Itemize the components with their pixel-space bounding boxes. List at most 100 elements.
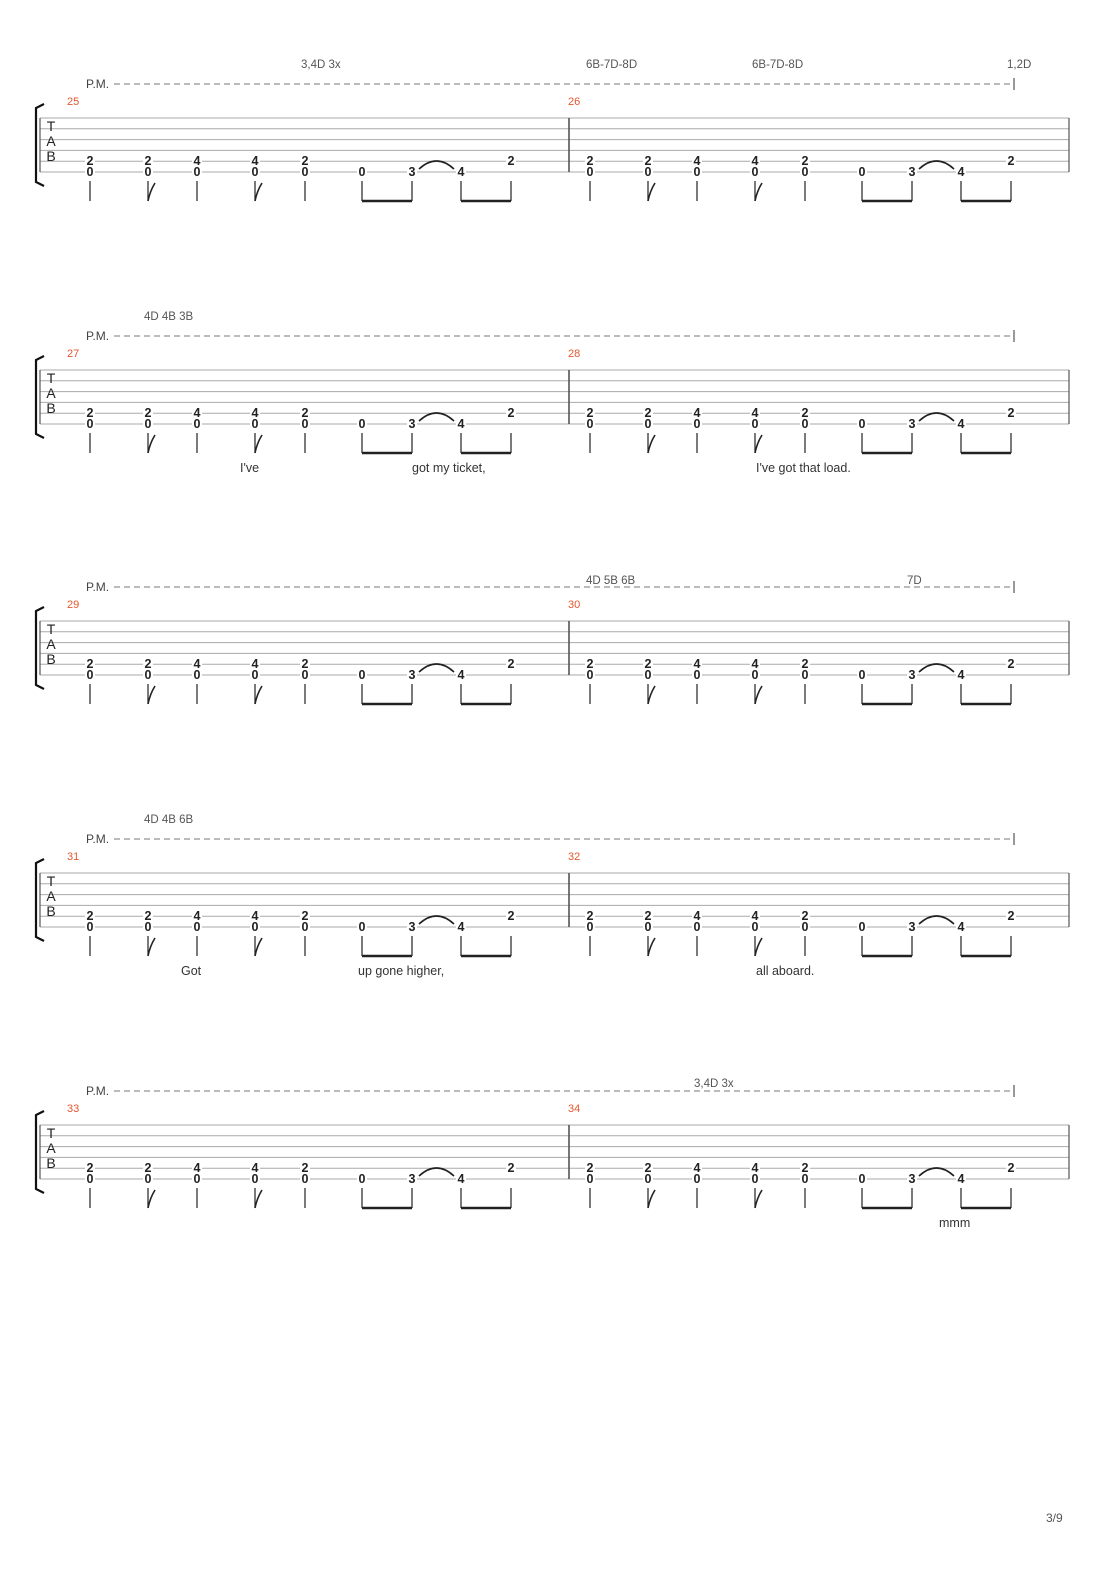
fret-mask — [143, 1172, 153, 1183]
fret-number: 0 — [802, 920, 809, 934]
fret-mask — [800, 1161, 810, 1173]
fret-number: 0 — [302, 668, 309, 682]
fret-mask — [300, 920, 310, 931]
fret-mask — [800, 1172, 810, 1183]
fret-number: 3 — [409, 165, 416, 179]
fret-mask — [192, 154, 202, 166]
fret-number: 4 — [752, 657, 759, 671]
lyric-text: mmm — [939, 1216, 970, 1230]
fret-mask — [585, 909, 595, 921]
bar-number: 27 — [67, 348, 79, 360]
fret-number: 2 — [145, 1161, 152, 1175]
fret-mask — [300, 1161, 310, 1173]
fret-number: 4 — [694, 1161, 701, 1175]
fret-number: 2 — [508, 406, 515, 420]
fret-number: 4 — [194, 154, 201, 168]
slur-tie — [418, 1167, 455, 1177]
fret-number: 0 — [859, 668, 866, 682]
note-flag — [754, 434, 763, 454]
fret-mask — [85, 1161, 95, 1173]
staff-bracket — [34, 858, 45, 942]
fret-number: 3 — [409, 920, 416, 934]
fret-number: 2 — [802, 154, 809, 168]
fret-number: 2 — [302, 657, 309, 671]
fret-number: 0 — [194, 920, 201, 934]
fret-number: 0 — [359, 1172, 366, 1186]
fret-mask — [692, 920, 702, 931]
fret-mask — [192, 417, 202, 428]
slur-tie — [418, 663, 455, 673]
tab-clef-letter: B — [46, 148, 55, 164]
fret-number: 2 — [302, 1161, 309, 1175]
fret-mask — [800, 920, 810, 931]
fret-number: 2 — [508, 154, 515, 168]
bar-number: 32 — [568, 851, 580, 863]
fret-number: 0 — [694, 668, 701, 682]
fret-number: 2 — [302, 909, 309, 923]
fret-mask — [1006, 154, 1016, 166]
slur-tie — [918, 412, 955, 422]
fret-mask — [692, 1161, 702, 1173]
fret-number: 0 — [587, 417, 594, 431]
slur-tie — [918, 160, 955, 170]
fret-number: 3 — [909, 1172, 916, 1186]
fret-number: 0 — [194, 417, 201, 431]
fret-number: 2 — [645, 154, 652, 168]
fret-mask — [1006, 909, 1016, 921]
note-flag — [147, 434, 156, 454]
fret-number: 2 — [587, 1161, 594, 1175]
fret-mask — [143, 417, 153, 428]
fret-mask — [456, 417, 466, 428]
fret-mask — [857, 668, 867, 679]
fret-mask — [250, 165, 260, 176]
fret-mask — [407, 1172, 417, 1183]
fret-number: 0 — [645, 668, 652, 682]
fret-mask — [192, 1172, 202, 1183]
fret-number: 0 — [359, 165, 366, 179]
fret-mask — [692, 154, 702, 166]
fret-number: 3 — [409, 1172, 416, 1186]
fret-number: 0 — [87, 417, 94, 431]
fret-number: 0 — [302, 920, 309, 934]
fret-mask — [956, 920, 966, 931]
fret-mask — [800, 406, 810, 418]
fret-mask — [1006, 1161, 1016, 1173]
fret-mask — [85, 657, 95, 669]
fret-mask — [585, 657, 595, 669]
fret-number: 4 — [194, 406, 201, 420]
fret-mask — [1006, 657, 1016, 669]
fret-mask — [192, 406, 202, 418]
fret-mask — [643, 909, 653, 921]
note-flag — [254, 1189, 263, 1209]
fret-mask — [643, 920, 653, 931]
fret-mask — [192, 1161, 202, 1173]
fret-mask — [250, 1172, 260, 1183]
bar-number: 28 — [568, 348, 580, 360]
fret-mask — [506, 154, 516, 166]
note-flag — [147, 1189, 156, 1209]
fret-mask — [456, 1172, 466, 1183]
note-flag — [754, 182, 763, 202]
fret-number: 2 — [145, 406, 152, 420]
fret-mask — [357, 920, 367, 931]
fret-number: 2 — [1008, 406, 1015, 420]
fret-number: 3 — [909, 668, 916, 682]
fret-mask — [800, 417, 810, 428]
fret-mask — [692, 668, 702, 679]
fret-number: 0 — [752, 417, 759, 431]
fret-mask — [956, 1172, 966, 1183]
fret-mask — [750, 657, 760, 669]
slur-tie — [918, 663, 955, 673]
fret-mask — [643, 1161, 653, 1173]
fret-number: 4 — [752, 1161, 759, 1175]
fret-number: 4 — [958, 920, 965, 934]
fret-number: 0 — [194, 668, 201, 682]
fret-number: 2 — [802, 1161, 809, 1175]
fret-number: 4 — [252, 1161, 259, 1175]
fret-number: 2 — [645, 909, 652, 923]
fret-number: 0 — [694, 1172, 701, 1186]
fret-mask — [857, 417, 867, 428]
technique-annotation: 4D 4B 3B — [144, 311, 194, 323]
fret-mask — [300, 165, 310, 176]
